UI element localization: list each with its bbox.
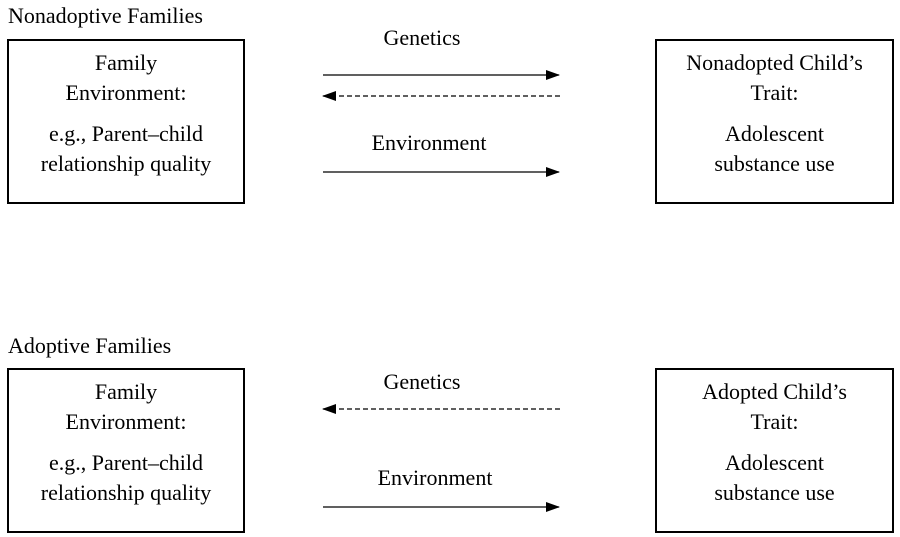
bottom-child-trait-heading: Adopted Child’s Trait: (657, 377, 892, 437)
bottom-family-environment-example-line-2: relationship quality (40, 480, 212, 505)
bottom-child-trait-heading-line-2: Trait: (750, 409, 799, 434)
bottom-child-trait-example-line-1: Adolescent (725, 450, 824, 475)
top-family-environment-heading-line-1: Family (94, 50, 158, 75)
adoptive-families-title: Adoptive Families (8, 333, 172, 358)
bottom-child-trait-heading-line-1: Adopted Child’s (702, 379, 847, 404)
top-family-environment-example: e.g., Parent–child relationship quality (9, 119, 243, 179)
top-child-trait-example-line-2: substance use (714, 151, 835, 176)
bottom-environment-label: Environment (377, 465, 493, 490)
bottom-family-environment-example-line-1: e.g., Parent–child (49, 450, 203, 475)
top-child-trait-example-line-1: Adolescent (725, 121, 824, 146)
top-family-environment-heading: Family Environment: (9, 48, 243, 108)
bottom-family-environment-heading: Family Environment: (9, 377, 243, 437)
top-child-trait-example: Adolescent substance use (657, 119, 892, 179)
bottom-family-environment-example: e.g., Parent–child relationship quality (9, 448, 243, 508)
top-child-trait-heading-line-1: Nonadopted Child’s (686, 50, 863, 75)
bottom-family-environment-heading-line-2: Environment: (65, 409, 187, 434)
bottom-child-trait-box: Adopted Child’s Trait: Adolescent substa… (655, 368, 894, 533)
top-environment-label: Environment (371, 130, 487, 155)
nonadoptive-families-title: Nonadoptive Families (8, 3, 203, 28)
bottom-child-trait-example: Adolescent substance use (657, 448, 892, 508)
top-child-trait-heading-line-2: Trait: (750, 80, 799, 105)
top-family-environment-box: Family Environment: e.g., Parent–child r… (7, 39, 245, 204)
top-family-environment-heading-line-2: Environment: (65, 80, 187, 105)
bottom-child-trait-example-line-2: substance use (714, 480, 835, 505)
top-child-trait-box: Nonadopted Child’s Trait: Adolescent sub… (655, 39, 894, 204)
bottom-family-environment-box: Family Environment: e.g., Parent–child r… (7, 368, 245, 533)
top-child-trait-heading: Nonadopted Child’s Trait: (657, 48, 892, 108)
top-family-environment-example-line-2: relationship quality (40, 151, 212, 176)
bottom-genetics-label: Genetics (383, 369, 461, 394)
bottom-family-environment-heading-line-1: Family (94, 379, 158, 404)
top-family-environment-example-line-1: e.g., Parent–child (49, 121, 203, 146)
top-genetics-label: Genetics (383, 25, 461, 50)
